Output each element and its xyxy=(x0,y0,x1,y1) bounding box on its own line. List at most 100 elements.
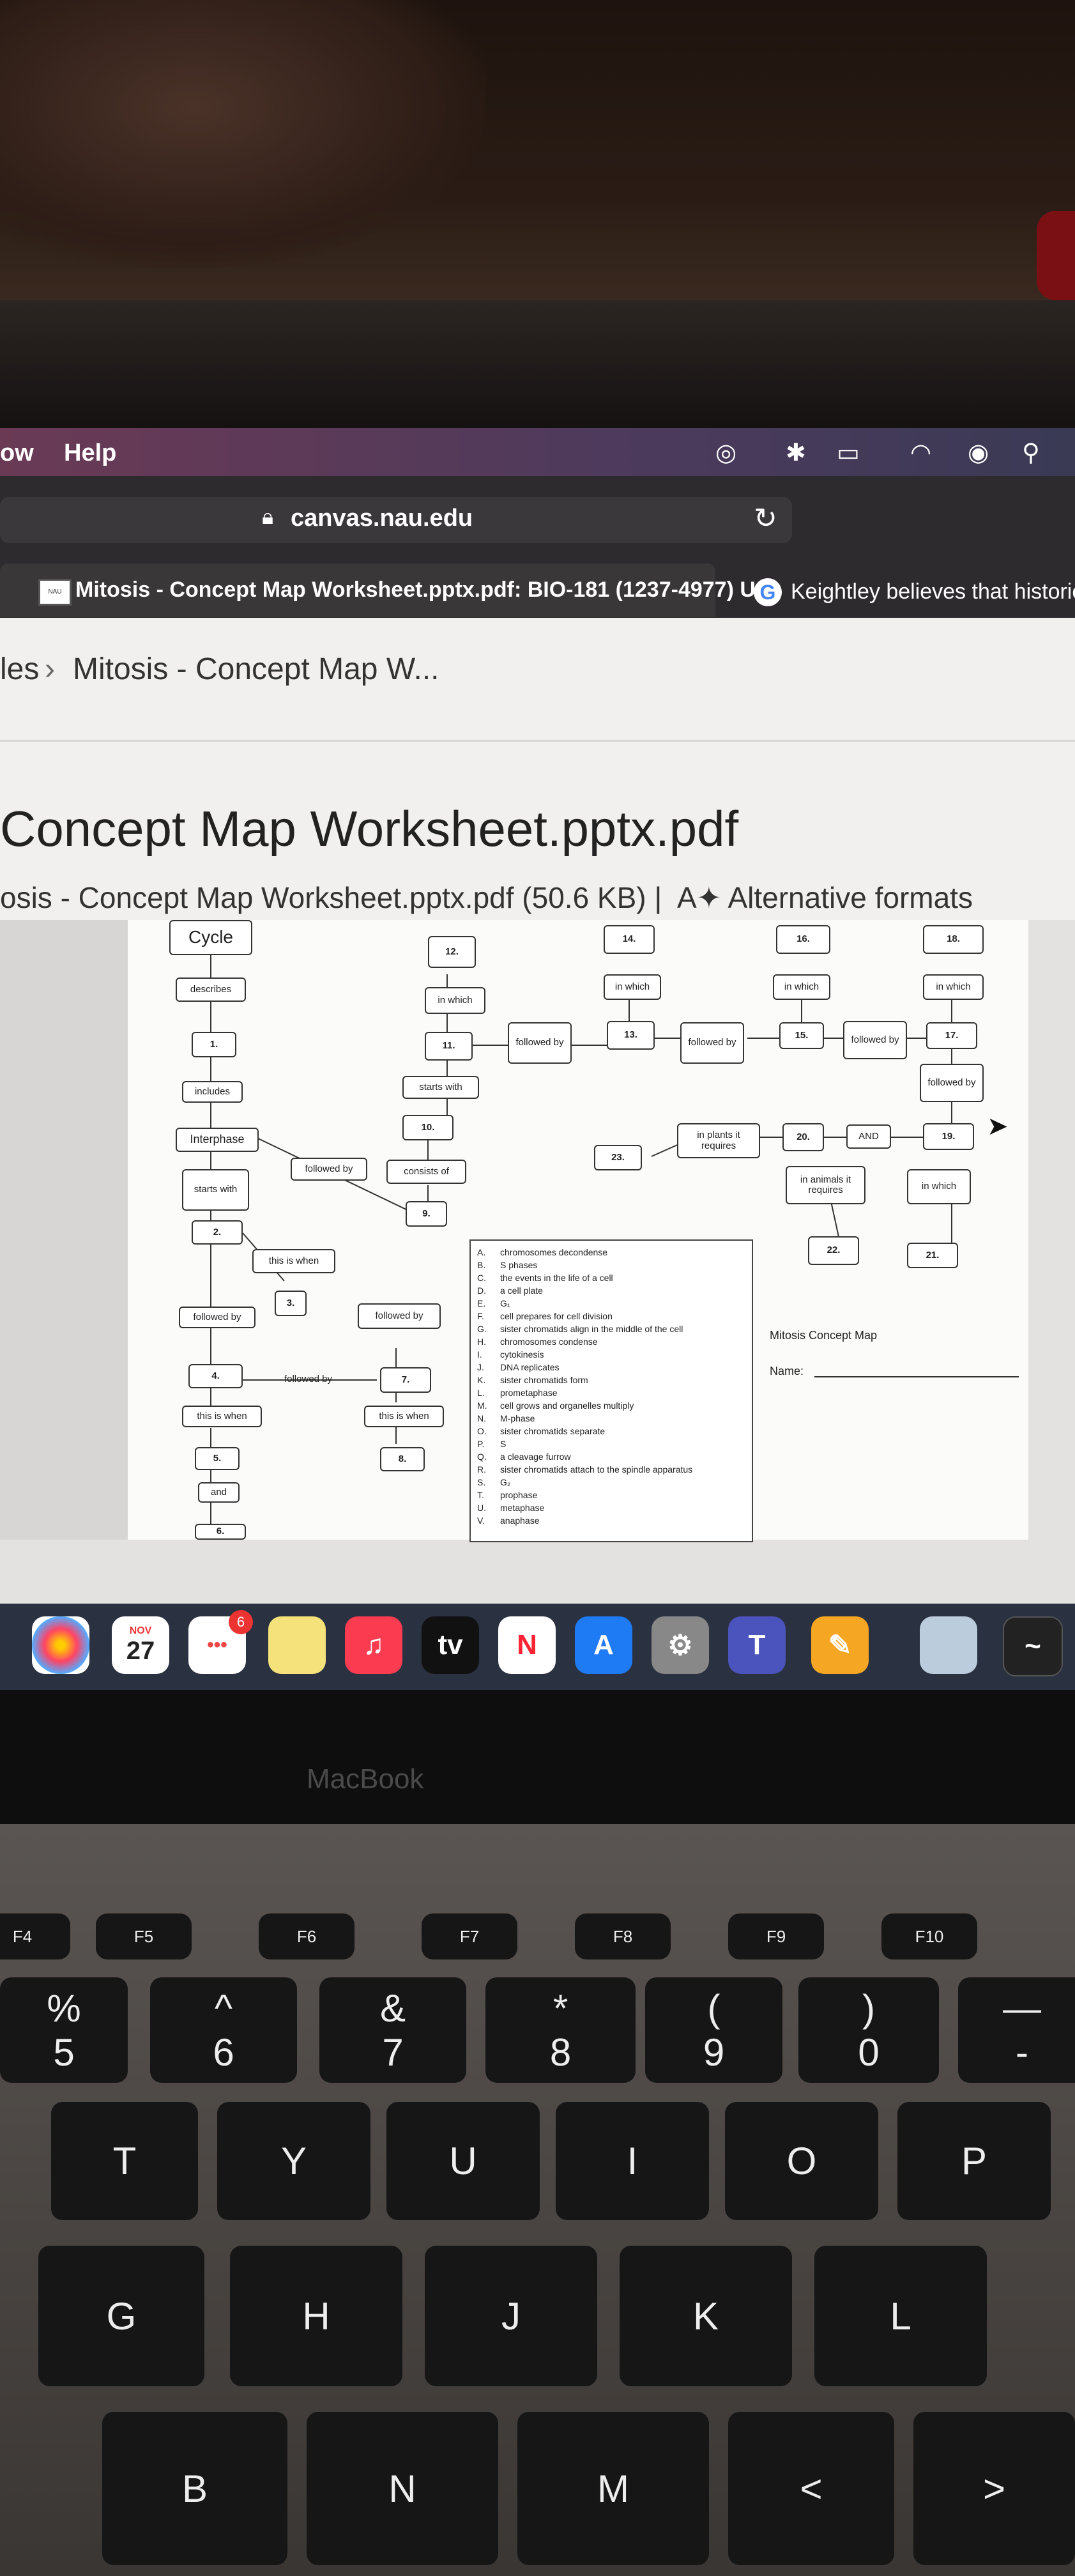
alternative-formats-link[interactable]: A✦ Alternative formats xyxy=(677,881,973,914)
key-5[interactable]: %5 xyxy=(0,1977,128,2083)
breadcrumb-separator-icon: › xyxy=(45,652,55,686)
key-f4[interactable]: F4 xyxy=(0,1913,70,1959)
legend-item: L.prometaphase xyxy=(477,1388,558,1398)
laptop-bezel xyxy=(0,1690,1075,1824)
node-cycle: Cycle xyxy=(169,920,252,955)
legend-item: V.anaphase xyxy=(477,1515,540,1526)
key-f9[interactable]: F9 xyxy=(728,1913,824,1959)
node-16: 16. xyxy=(776,925,830,954)
key-f5[interactable]: F5 xyxy=(96,1913,192,1959)
menu-item-window[interactable]: ow xyxy=(0,440,34,466)
photos-icon[interactable] xyxy=(32,1616,89,1674)
node-followed-by: followed by xyxy=(179,1307,255,1328)
divider xyxy=(0,740,1075,742)
key-m[interactable]: M xyxy=(517,2412,709,2565)
legend-item: B.S phases xyxy=(477,1260,538,1270)
news-icon[interactable]: N xyxy=(498,1616,556,1674)
url-text: canvas.nau.edu xyxy=(291,505,473,532)
search-icon[interactable]: ⚲ xyxy=(1022,440,1040,466)
node-in-which: in which xyxy=(425,987,485,1014)
address-bar[interactable] xyxy=(0,497,792,543)
key-j[interactable]: J xyxy=(425,2246,597,2386)
apple-tv-icon[interactable]: tv xyxy=(422,1616,479,1674)
name-line xyxy=(814,1376,1019,1377)
node-includes: includes xyxy=(182,1081,243,1103)
key-h[interactable]: H xyxy=(230,2246,402,2386)
key-n[interactable]: N xyxy=(307,2412,498,2565)
mouse-cursor-icon: ➤ xyxy=(987,1112,1009,1140)
node-23: 23. xyxy=(594,1145,642,1170)
node-in-which: in which xyxy=(923,974,984,1000)
app-store-icon[interactable]: A xyxy=(575,1616,632,1674)
reload-icon[interactable]: ↻ xyxy=(754,503,777,534)
key-minus[interactable]: —- xyxy=(958,1977,1075,2083)
key-comma[interactable]: < xyxy=(728,2412,894,2565)
legend-item: G.sister chromatids align in the middle … xyxy=(477,1324,683,1334)
legend-item: D.a cell plate xyxy=(477,1285,543,1296)
preview-icon[interactable] xyxy=(920,1616,977,1674)
bluetooth-icon[interactable]: ✱ xyxy=(786,440,806,466)
legend-item: A.chromosomes decondense xyxy=(477,1247,608,1257)
lock-icon: 🔒︎ xyxy=(262,505,274,529)
wifi-icon[interactable]: ◠ xyxy=(910,440,932,466)
key-o[interactable]: O xyxy=(725,2102,878,2220)
key-y[interactable]: Y xyxy=(217,2102,370,2220)
node-5: 5. xyxy=(195,1447,240,1470)
node-17: 17. xyxy=(926,1022,977,1049)
calendar-icon[interactable]: NOV 27 xyxy=(112,1616,169,1674)
key-u[interactable]: U xyxy=(386,2102,540,2220)
key-period[interactable]: > xyxy=(913,2412,1075,2565)
battery-icon[interactable]: ▭ xyxy=(837,440,860,466)
node-20: 20. xyxy=(782,1123,824,1151)
key-i[interactable]: I xyxy=(556,2102,709,2220)
legend-item: T.prophase xyxy=(477,1490,538,1500)
nau-favicon-icon: NAU xyxy=(38,579,72,606)
key-f8[interactable]: F8 xyxy=(575,1913,671,1959)
menu-bar: ow Help ◎ ✱ ▭ ◠ ◉ ⚲ xyxy=(0,428,1075,476)
tab-label: Mitosis - Concept Map Worksheet.pptx.pdf… xyxy=(75,578,774,602)
key-f10[interactable]: F10 xyxy=(881,1913,977,1959)
legend-item: N.M-phase xyxy=(477,1413,535,1423)
key-g[interactable]: G xyxy=(38,2246,204,2386)
user-icon[interactable]: ◉ xyxy=(968,440,989,466)
creative-cloud-icon[interactable]: ◎ xyxy=(715,440,737,466)
legend-item: H.chromosomes condense xyxy=(477,1337,598,1347)
node-and: AND xyxy=(846,1124,891,1149)
tab-mitosis-pdf[interactable]: NAU Mitosis - Concept Map Worksheet.pptx… xyxy=(0,564,774,617)
pages-icon[interactable]: ✎ xyxy=(811,1616,869,1674)
breadcrumb-previous[interactable]: les xyxy=(0,652,40,686)
key-k[interactable]: K xyxy=(620,2246,792,2386)
node-2: 2. xyxy=(192,1220,243,1245)
accessibility-icon: A✦ xyxy=(677,881,728,914)
node-in-animals: in animals it requires xyxy=(786,1166,865,1204)
key-p[interactable]: P xyxy=(897,2102,1051,2220)
notes-icon[interactable] xyxy=(268,1616,326,1674)
tab-keightley[interactable]: G Keightley believes that historical c xyxy=(741,572,1075,617)
node-this-is-when: this is when xyxy=(364,1406,444,1427)
node-19: 19. xyxy=(923,1123,974,1150)
key-9[interactable]: (9 xyxy=(645,1977,782,2083)
music-icon[interactable]: ♫ xyxy=(345,1616,402,1674)
teams-icon[interactable]: T xyxy=(728,1616,786,1674)
node-1: 1. xyxy=(192,1032,236,1057)
legend-item: Q.a cleavage furrow xyxy=(477,1452,571,1462)
node-and: and xyxy=(198,1482,240,1503)
system-settings-icon[interactable]: ⚙ xyxy=(652,1616,709,1674)
node-followed-by: followed by xyxy=(920,1064,984,1102)
node-followed-by: followed by xyxy=(284,1373,333,1384)
key-t[interactable]: T xyxy=(51,2102,198,2220)
key-l[interactable]: L xyxy=(814,2246,987,2386)
key-8[interactable]: *8 xyxy=(485,1977,636,2083)
key-7[interactable]: &7 xyxy=(319,1977,466,2083)
google-favicon-icon: G xyxy=(754,578,782,606)
key-6[interactable]: ^6 xyxy=(150,1977,297,2083)
key-0[interactable]: )0 xyxy=(798,1977,939,2083)
menu-item-help[interactable]: Help xyxy=(64,440,117,466)
key-f7[interactable]: F7 xyxy=(422,1913,517,1959)
key-b[interactable]: B xyxy=(102,2412,287,2565)
file-link[interactable]: osis - Concept Map Worksheet.pptx.pdf (5… xyxy=(0,881,662,914)
node-in-which: in which xyxy=(604,974,661,1000)
key-f6[interactable]: F6 xyxy=(259,1913,355,1959)
activity-monitor-icon[interactable]: ~ xyxy=(1003,1616,1063,1676)
name-label: Name: xyxy=(770,1365,804,1377)
